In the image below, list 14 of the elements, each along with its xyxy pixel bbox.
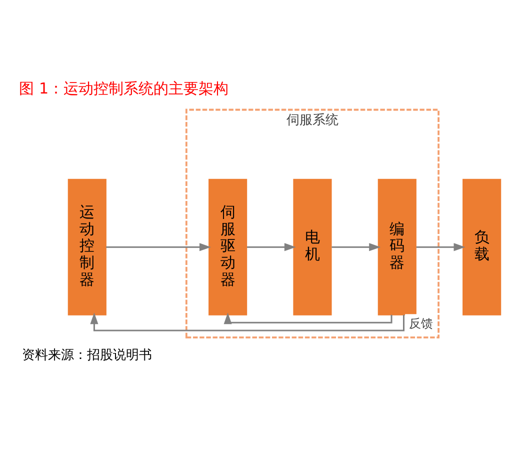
arrow: [247, 243, 296, 252]
caption: 资料来源：招股说明书: [22, 348, 152, 363]
node-box: 电机: [293, 178, 332, 316]
arrow: [90, 312, 404, 332]
edge-label: 反馈: [408, 316, 433, 331]
node-box: 运动控制器: [68, 178, 106, 316]
node-box: 伺服驱动器: [208, 178, 248, 316]
arrow: [332, 243, 381, 252]
diagram-title: 图 1：运动控制系统的主要架构: [19, 80, 229, 98]
node-box: 编码器: [378, 178, 416, 316]
arrow: [106, 243, 211, 252]
node-box: 负载: [462, 178, 502, 316]
arrow: [224, 312, 392, 324]
arrow: [416, 243, 466, 252]
